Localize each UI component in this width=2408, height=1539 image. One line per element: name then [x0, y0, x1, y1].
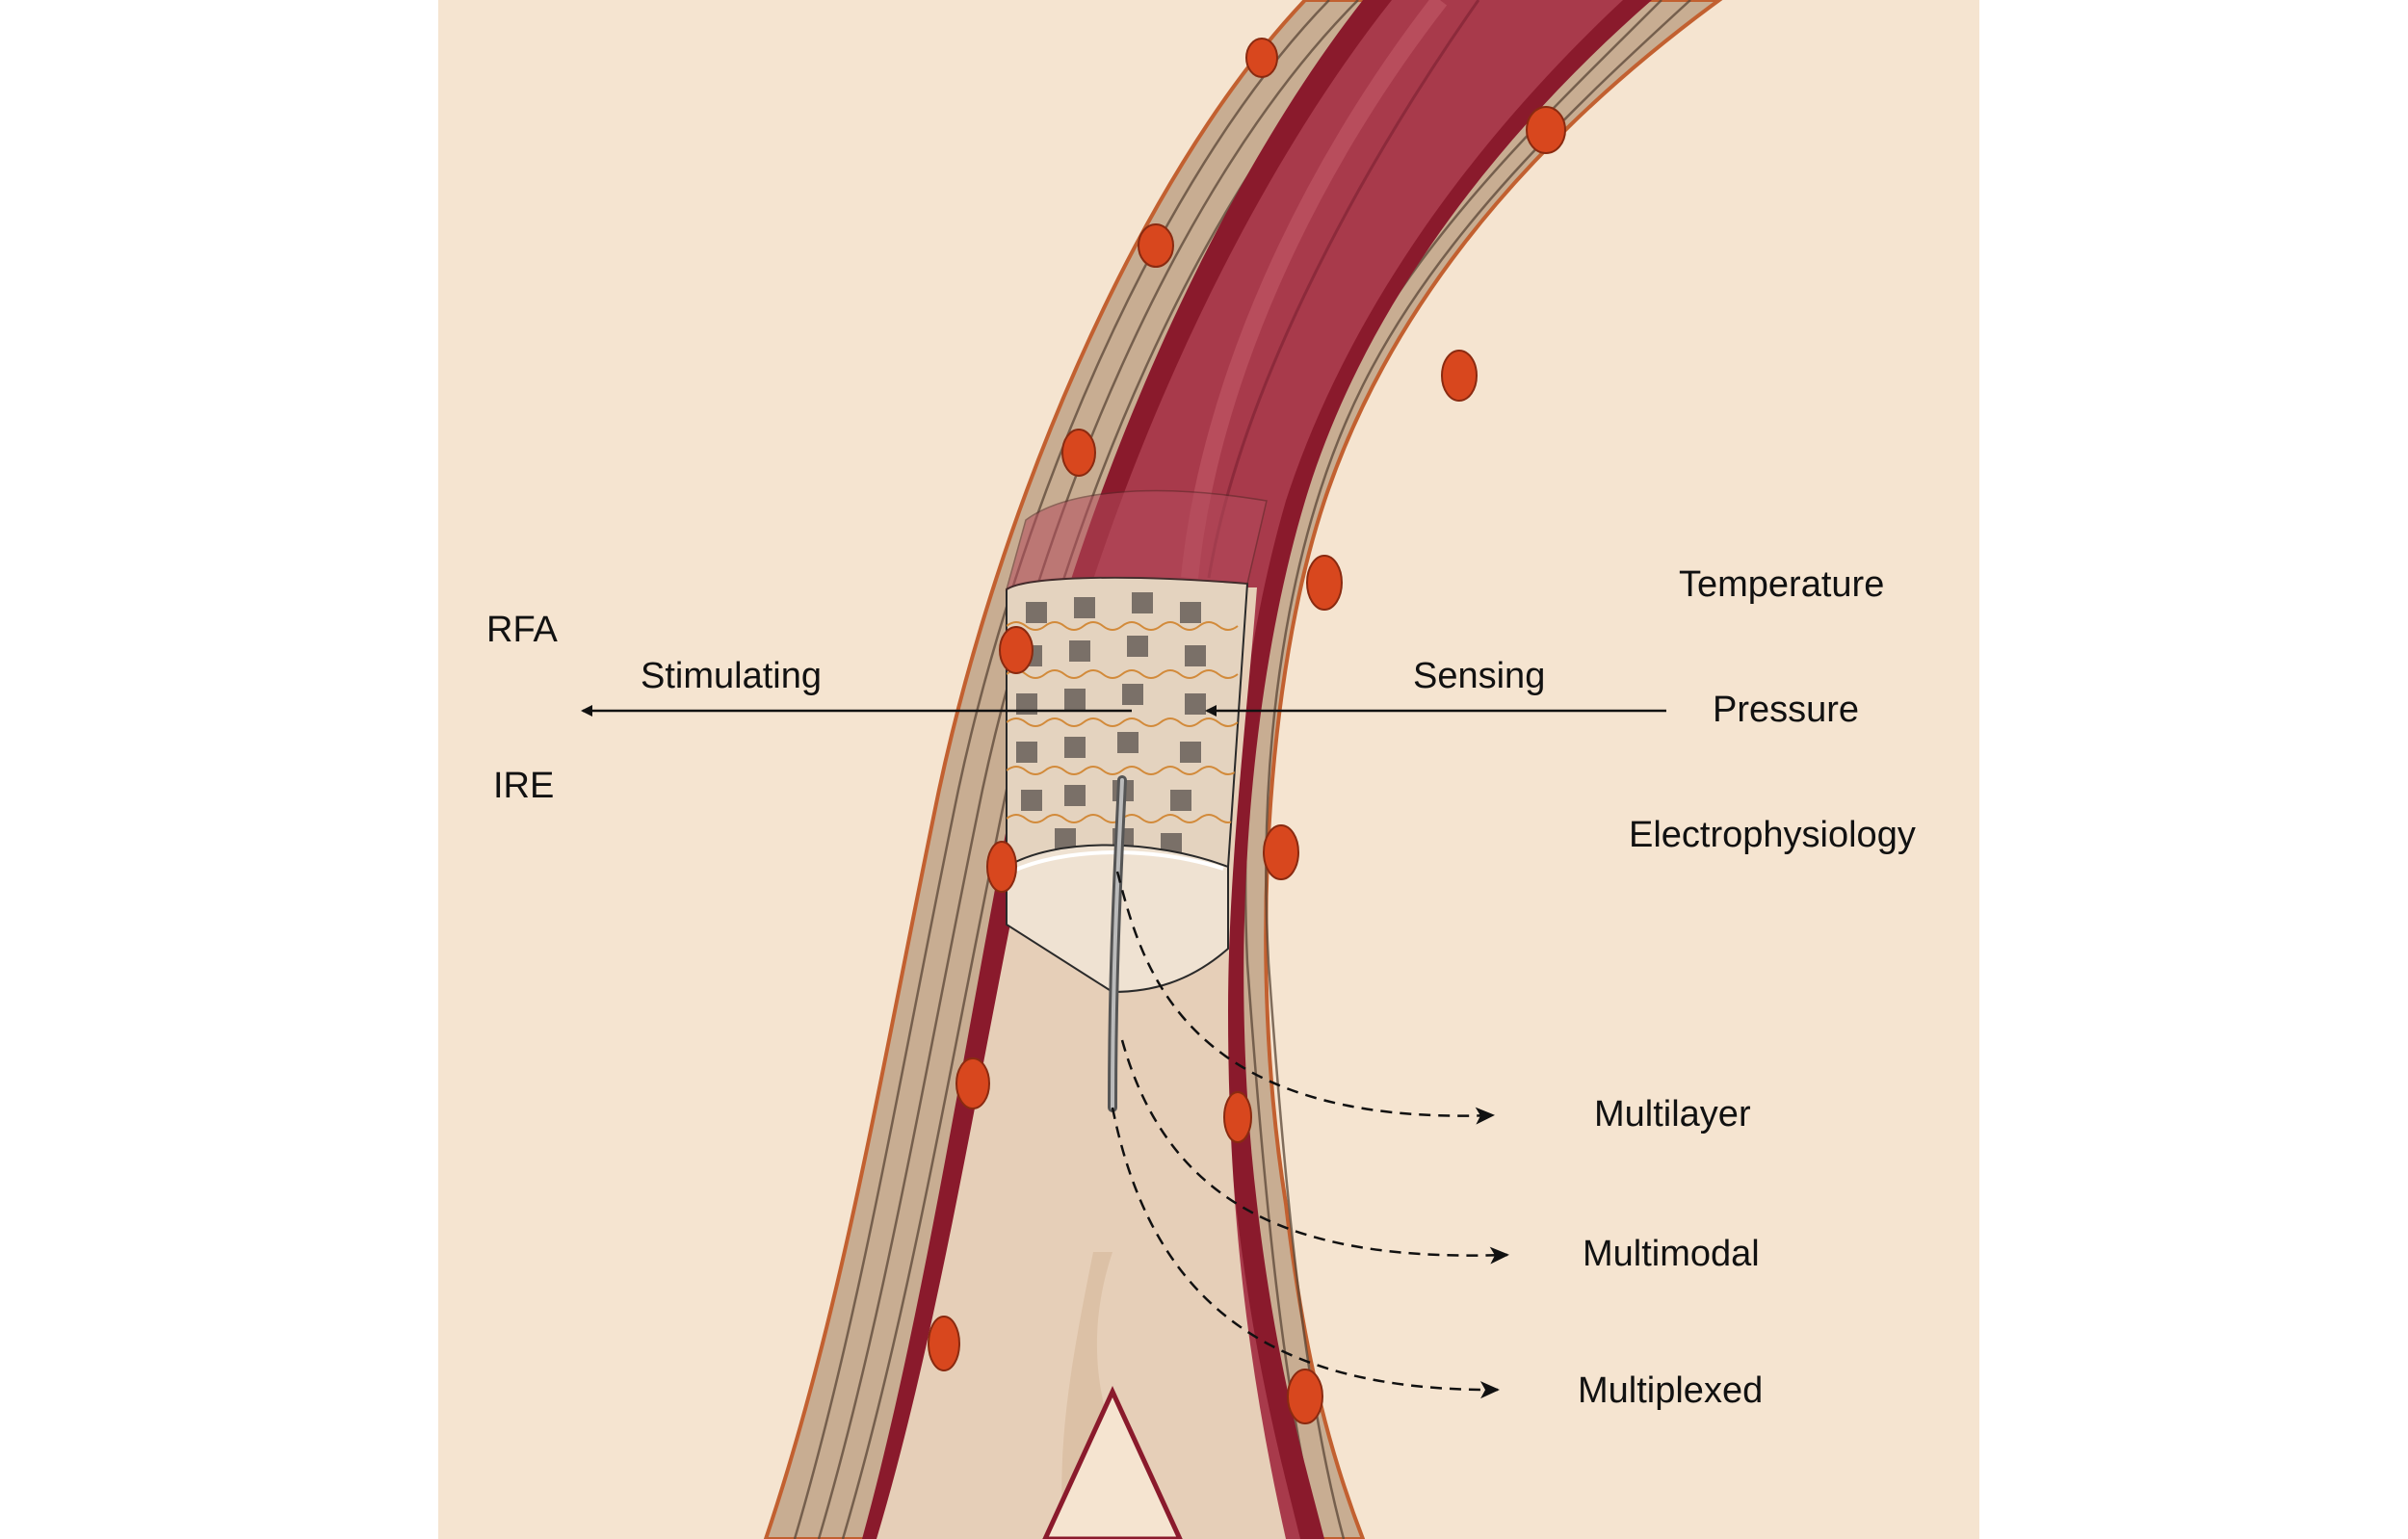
multilayer-label: Multilayer	[1594, 1094, 1751, 1135]
multimodal-label: Multimodal	[1583, 1234, 1760, 1274]
sensing-label: Sensing	[1413, 656, 1546, 696]
multiplexed-label: Multiplexed	[1578, 1370, 1764, 1411]
temperature-label: Temperature	[1679, 564, 1885, 605]
pressure-label: Pressure	[1713, 690, 1860, 730]
ire-label: IRE	[493, 766, 555, 806]
electrophysiology-label: Electrophysiology	[1629, 815, 1916, 855]
stimulating-label: Stimulating	[641, 656, 822, 696]
multilayer-arrow	[1115, 871, 1495, 1125]
figure-panel: RFA Stimulating IRE Sensing Temperature …	[438, 0, 1979, 1539]
rfa-label: RFA	[486, 610, 558, 650]
multiplexed-arrow	[1111, 1107, 1500, 1399]
cell-nuclei	[928, 38, 1566, 1424]
bifurcation	[1042, 1385, 1183, 1539]
vessel-illustration	[581, 0, 1723, 1539]
